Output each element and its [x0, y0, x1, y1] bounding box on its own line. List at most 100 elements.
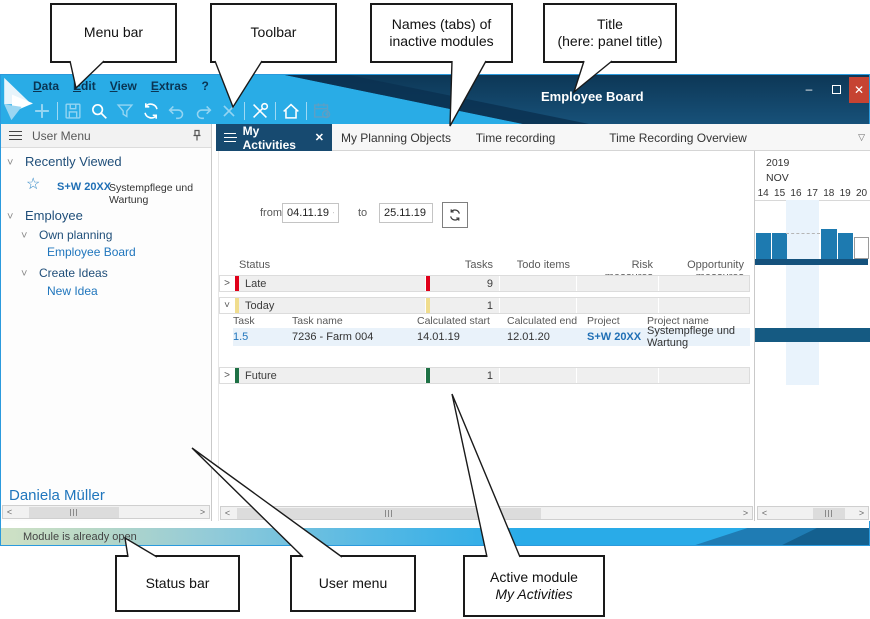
maximize-button[interactable]	[824, 77, 848, 101]
expander-icon[interactable]: ˅	[220, 298, 234, 313]
scrollbar-thumb[interactable]	[813, 508, 845, 519]
menu-item-extras[interactable]: Extras	[150, 79, 188, 93]
calendar-clock-icon[interactable]	[311, 100, 333, 122]
col-project-name[interactable]: Project name	[647, 315, 709, 327]
task-name-cell: 7236 - Farm 004	[292, 331, 374, 343]
tab-my-planning-objects[interactable]: My Planning Objects	[340, 130, 452, 145]
group-task-count: 1	[486, 369, 493, 382]
scrollbar-thumb[interactable]	[29, 507, 119, 518]
status-bar: Module is already open	[1, 528, 869, 545]
group-row-today[interactable]: ˅ Today 1	[219, 297, 750, 314]
col-calculated-end[interactable]: Calculated end 1▼	[507, 315, 578, 339]
scroll-right-icon[interactable]: >	[858, 508, 865, 518]
scroll-left-icon[interactable]: <	[6, 507, 13, 517]
save-icon[interactable]	[62, 100, 84, 122]
group-row-future[interactable]: > Future 1	[219, 367, 750, 384]
col-todo-items[interactable]: Todo items	[516, 259, 570, 271]
menu-item-help[interactable]: ?	[201, 79, 209, 93]
status-color-bar	[426, 368, 431, 383]
sidebar-section-employee[interactable]: Employee	[25, 208, 83, 223]
toolbar-separator	[306, 102, 307, 120]
recent-project-name: Systempflege und Wartung	[109, 182, 194, 206]
scroll-left-icon[interactable]: <	[224, 508, 231, 518]
scroll-right-icon[interactable]: >	[742, 508, 749, 518]
to-date-value: 25.11.19	[384, 207, 427, 219]
col-task[interactable]: Task	[233, 315, 255, 327]
undo-icon[interactable]	[166, 100, 188, 122]
group-task-count: 9	[486, 277, 493, 290]
callout-toolbar: Toolbar	[210, 3, 337, 63]
filter-icon[interactable]	[114, 100, 136, 122]
col-calculated-start[interactable]: Calculated start 2▲	[417, 315, 490, 339]
recent-project-code[interactable]: S+W 20XX	[57, 181, 112, 193]
callout-inactive-tabs-line1: Names (tabs) of	[391, 15, 492, 32]
chevron-down-icon[interactable]: ˅	[7, 211, 14, 223]
to-label: to	[358, 207, 368, 219]
tab-menu-icon[interactable]	[224, 133, 237, 142]
callout-title-line1: Title	[597, 15, 623, 32]
col-task-name[interactable]: Task name	[292, 315, 343, 327]
tab-time-recording-overview[interactable]: Time Recording Overview	[609, 130, 747, 145]
group-label: Late	[245, 277, 267, 290]
from-date-input[interactable]: 04.11.19	[282, 203, 339, 223]
tools-icon[interactable]	[249, 100, 271, 122]
utilization-bar-15	[772, 233, 787, 259]
task-row[interactable]: 1.5 7236 - Farm 004 14.01.19 12.01.20 S+…	[233, 325, 750, 349]
home-icon[interactable]	[280, 100, 302, 122]
sidebar-link-employee-board[interactable]: Employee Board	[47, 245, 136, 259]
gantt-horizontal-scrollbar[interactable]: < >	[757, 506, 869, 520]
search-icon[interactable]	[88, 100, 110, 122]
new-plus-icon[interactable]	[31, 100, 53, 122]
tab-close-icon[interactable]: ✕	[314, 132, 324, 144]
col-status[interactable]: Status	[239, 259, 271, 271]
sidebar-horizontal-scrollbar[interactable]: < >	[2, 505, 210, 519]
task-table-header: Status Tasks Todo items Risk measures Op…	[219, 257, 750, 283]
menu-item-edit[interactable]: Edit	[73, 79, 96, 93]
hamburger-icon[interactable]	[9, 131, 22, 140]
tab-overflow-dropdown-icon[interactable]: ▽	[858, 132, 865, 142]
scroll-left-icon[interactable]: <	[761, 508, 768, 518]
sidebar-item-create-ideas[interactable]: Create Ideas	[39, 266, 108, 280]
callout-title: Title(here: panel title)	[543, 3, 677, 63]
calendar-icon[interactable]	[333, 208, 334, 218]
project-link[interactable]: S+W 20XX	[587, 331, 642, 343]
close-button[interactable]: ✕	[849, 77, 869, 103]
pin-icon[interactable]	[191, 129, 203, 142]
toolbar-separator	[57, 102, 58, 120]
main-horizontal-scrollbar[interactable]: < >	[220, 506, 753, 520]
callout-menu-bar-label: Menu bar	[83, 24, 144, 41]
refresh-icon[interactable]	[140, 100, 162, 122]
delete-x-icon[interactable]	[218, 100, 240, 122]
from-date-value: 04.11.19	[287, 207, 330, 219]
tab-my-activities[interactable]: My Activities ✕	[216, 124, 332, 152]
sidebar-link-new-idea[interactable]: New Idea	[47, 284, 98, 298]
minimize-button[interactable]: –	[796, 77, 822, 101]
col-risk-measures[interactable]: Risk measures	[605, 259, 653, 283]
col-tasks[interactable]: Tasks	[464, 259, 493, 271]
gantt-day-header: 14 15 16 17 18 19 20	[755, 188, 870, 199]
tab-time-recording[interactable]: Time recording	[475, 130, 556, 145]
sidebar-section-recently-viewed[interactable]: Recently Viewed	[25, 154, 122, 169]
expander-icon[interactable]: >	[220, 368, 234, 383]
refresh-button[interactable]	[442, 202, 468, 228]
scroll-right-icon[interactable]: >	[199, 507, 206, 517]
callout-menu-bar: Menu bar	[50, 3, 177, 63]
chevron-down-icon[interactable]: ˅	[21, 230, 28, 242]
panel-title: Employee Board	[541, 89, 644, 104]
scrollbar-thumb[interactable]	[237, 508, 541, 519]
col-opportunity-measures[interactable]: Opportunity measures	[687, 259, 744, 283]
task-id-link[interactable]: 1.5	[233, 331, 249, 343]
task-gantt-bar[interactable]	[755, 328, 870, 342]
col-project[interactable]: Project	[587, 315, 620, 327]
star-icon[interactable]: ☆	[26, 176, 41, 193]
sidebar-item-own-planning[interactable]: Own planning	[39, 228, 113, 242]
menu-item-data[interactable]: Data	[33, 79, 60, 93]
expander-icon[interactable]: >	[220, 276, 234, 291]
chevron-down-icon[interactable]: ˅	[7, 157, 14, 169]
utilization-bar-14	[756, 233, 771, 259]
menu-item-view[interactable]: View	[109, 79, 137, 93]
chevron-down-icon[interactable]: ˅	[21, 268, 28, 280]
to-date-input[interactable]: 25.11.19	[379, 203, 433, 223]
redo-icon[interactable]	[192, 100, 214, 122]
group-row-late[interactable]: > Late 9	[219, 275, 750, 292]
